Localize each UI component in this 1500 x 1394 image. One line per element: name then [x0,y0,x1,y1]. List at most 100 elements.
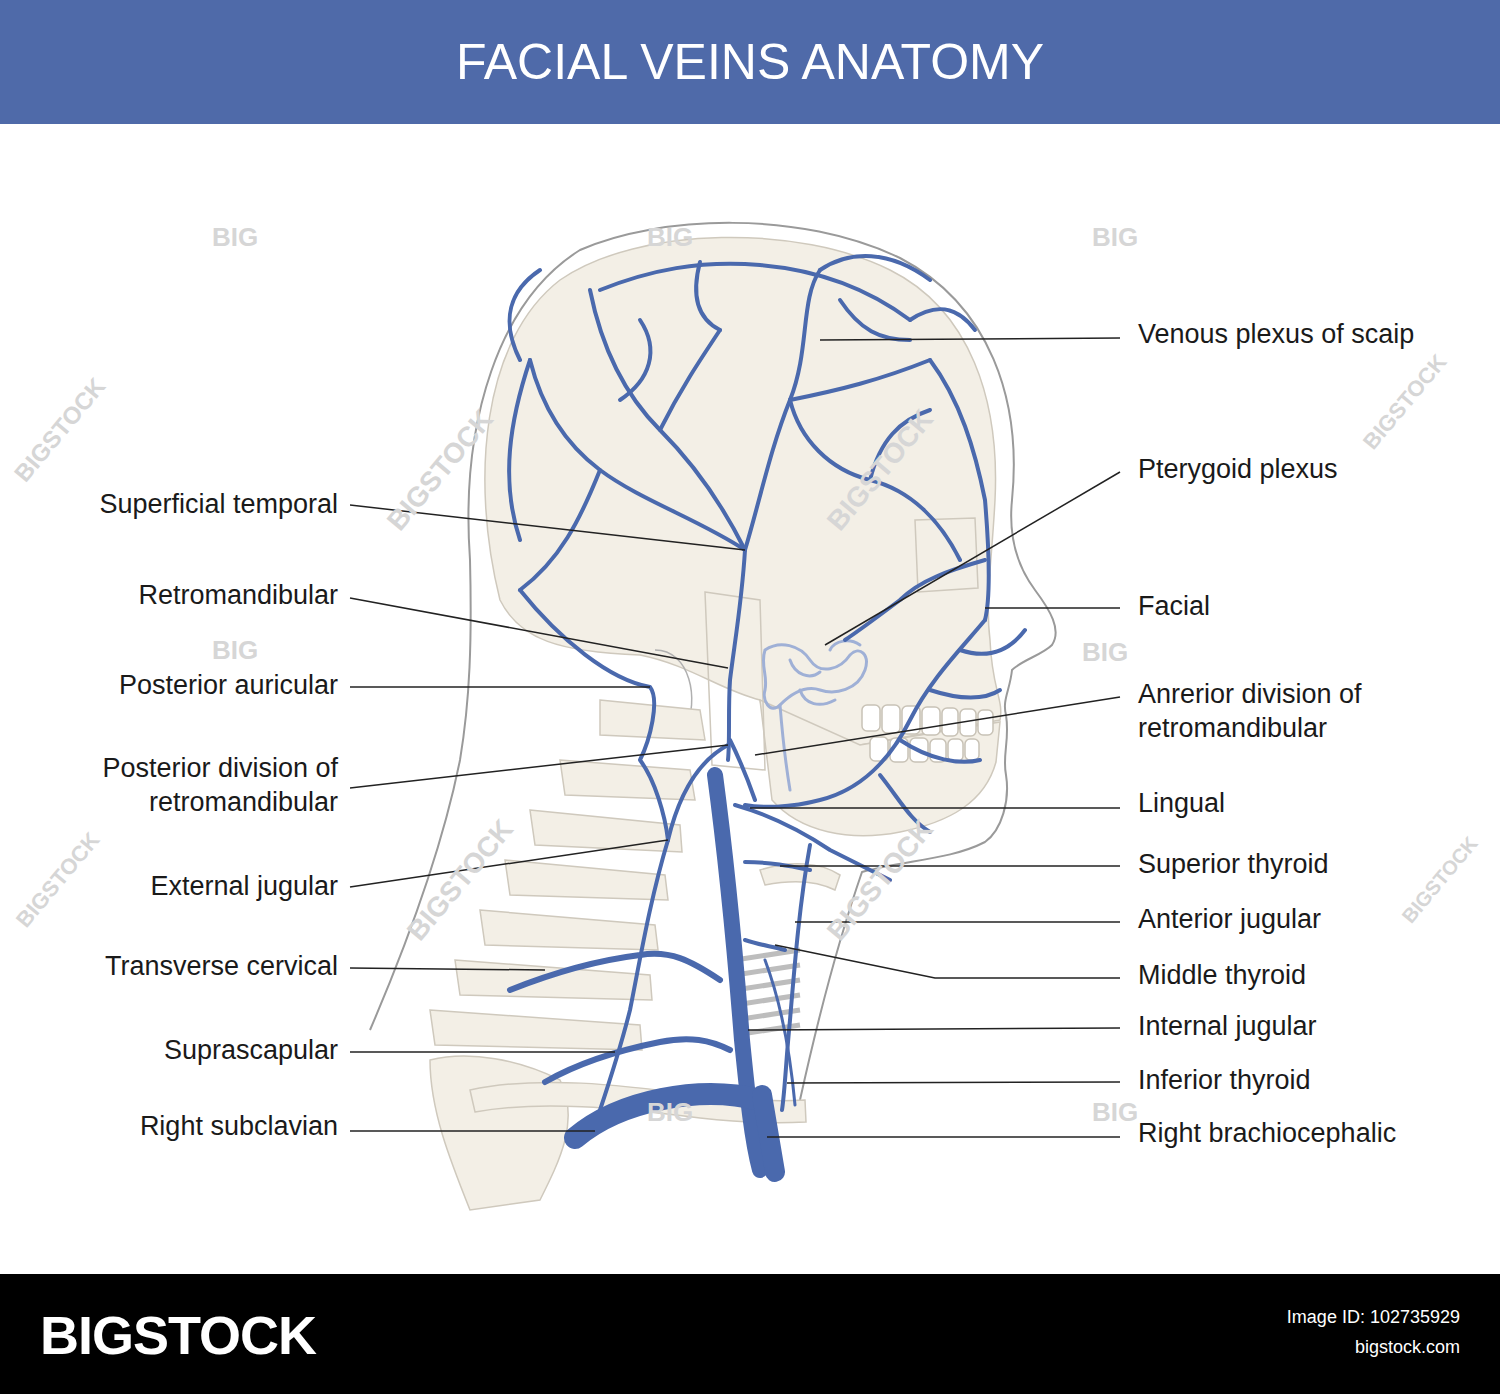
vein-label: Posterior division of retromandibular [38,752,338,820]
teeth [862,705,993,762]
watermark: BIG [647,221,693,254]
veins [820,256,930,280]
watermark: BIGSTOCK [379,402,500,537]
leader-lines [820,338,1120,340]
leader-lines [350,1051,615,1053]
veins [782,845,810,1110]
veins [545,1039,730,1082]
footer-bar [0,1274,1500,1394]
veins [520,470,600,590]
vein-label: Superficial temporal [99,488,338,522]
teeth [948,739,963,761]
veins [510,954,720,990]
vein-label: External jugular [150,870,338,904]
watermark: BIGSTOCK [1397,832,1484,929]
veins [509,360,530,540]
veins [696,262,720,330]
vein-label: Inferior thyroid [1138,1064,1311,1098]
veins [930,690,1000,698]
leader-lines [350,745,728,788]
vein-label: Superior thyroid [1138,848,1329,882]
leader-lines [767,1136,1120,1138]
veins [620,320,650,400]
pterygoid-plexus [790,660,820,676]
leader-lines [780,865,1120,867]
leader-lines [350,968,545,970]
watermark: BIG [647,1096,693,1129]
watermark: BIGSTOCK [8,372,112,488]
leader-lines [775,945,1120,978]
veins [590,290,745,550]
vein-label: Anrerior division of retromandibular [1138,678,1438,746]
veins [930,360,989,620]
watermark: BIGSTOCK [1357,349,1452,455]
vertebrae [530,810,682,852]
title-bar [0,0,1500,124]
footer-bar [0,1274,1500,1394]
vein-label: Lingual [1138,787,1225,821]
skin-outline [370,223,1056,1100]
teeth [965,739,979,760]
cranium [485,237,1001,755]
veins [510,270,540,360]
leader-lines [985,607,1120,609]
leader-lines [350,338,1120,1137]
veins [509,256,1025,1172]
footer-text: BIGSTOCK [40,1302,316,1370]
veins [715,775,760,1170]
pterygoid-plexus [763,641,866,790]
teeth [922,707,940,735]
leader-lines [350,598,728,668]
veins [728,550,745,760]
teeth [978,710,993,735]
vein-label: Internal jugular [1138,1010,1317,1044]
veins [600,264,910,320]
title-bar [0,0,1500,124]
veins [840,300,910,340]
leader-lines [787,1082,1120,1083]
vein-label: Retromandibular [138,579,338,613]
veins [960,630,1025,654]
veins [745,620,985,807]
veins [900,740,980,762]
veins [600,840,668,1110]
teeth [942,708,958,736]
vein-label: Posterior auricular [119,669,338,703]
veins [745,270,820,550]
mandible [760,700,1000,836]
teeth [862,705,880,731]
vein-label: Right subclavian [140,1110,338,1144]
vein-label: Pterygoid plexus [1138,453,1338,487]
veins [790,360,930,400]
leader-lines [350,686,650,688]
watermark: BIG [1092,1096,1138,1129]
vertebrae [560,760,695,800]
footer-text: bigstock.com [1355,1336,1460,1359]
veins [530,360,745,550]
vertebrae [505,860,668,900]
vein-label: Venous plexus of scaip [1138,318,1414,352]
teeth [882,705,900,733]
pterygoid-plexus [763,645,866,709]
skin-outline [370,223,1056,1100]
title: FACIAL VEINS ANATOMY [0,0,1500,124]
watermark: BIG [212,221,258,254]
pterygoid-plexus [830,641,860,650]
veins [910,309,975,330]
vein-label: Right brachiocephalic [1138,1117,1396,1151]
watermark: BIGSTOCK [10,827,105,933]
veins [762,1095,775,1172]
pterygoid-plexus [780,705,790,790]
leader-lines [755,697,1120,755]
leader-lines [748,1028,1120,1030]
vertebrae [480,910,658,950]
vein-label: Anterior jugular [1138,903,1321,937]
veins [845,560,985,640]
watermark: BIG [212,634,258,667]
veins [520,590,668,840]
vein-label: Facial [1138,590,1210,624]
pterygoid-plexus [800,690,835,704]
bones [430,237,1001,1210]
watermark: BIG [1092,221,1138,254]
